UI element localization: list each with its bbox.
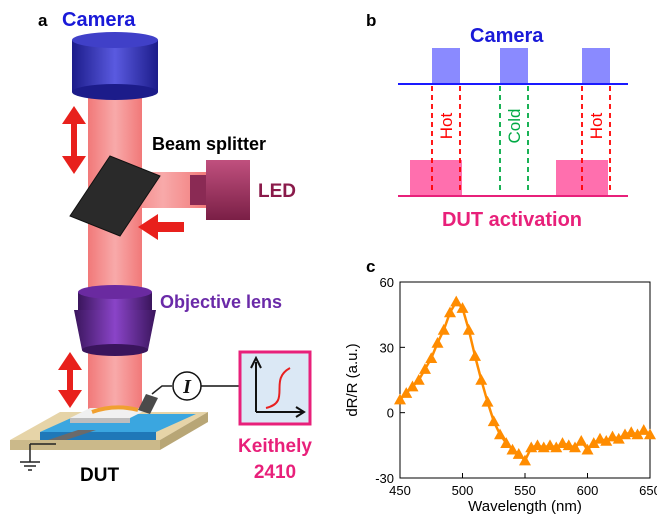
x-tick-label: 500 [452,483,474,498]
left-arrow-icon [138,214,184,240]
data-point [437,323,450,335]
data-point [406,380,419,392]
data-point [587,437,600,448]
panel-a-label: a [38,11,48,30]
hot-window-2 [581,86,611,194]
camera-frame-1 [432,48,460,84]
camera-frame-3 [582,48,610,84]
data-point [637,424,650,435]
data-point [519,454,531,466]
panel-c-label: c [366,257,375,276]
phase-cold-label: Cold [505,109,524,144]
beam-splitter-icon [69,155,161,237]
y-axis-label: dR/R (a.u.) [344,343,361,416]
cold-window [499,86,529,194]
x-tick-label: 550 [514,483,536,498]
data-point [631,428,644,440]
beam-splitter-label: Beam splitter [152,134,266,154]
camera-icon [72,32,158,100]
vertical-light-beam [88,90,142,420]
data-point [581,443,594,455]
dut-label: DUT [80,465,119,486]
data-point [481,395,494,407]
data-point [419,363,431,374]
data-point [644,428,656,440]
plot-frame [399,281,651,479]
current-symbol: I [182,376,192,398]
data-point [394,393,406,405]
instrument-model: 2410 [254,462,296,483]
data-point [569,441,581,453]
data-point [469,350,481,361]
data-point [450,295,463,307]
iv-curve-icon [238,350,312,426]
data-point [444,306,456,318]
panel-b-label: b [366,11,376,30]
activation-pulse-1 [410,160,462,196]
data-point [600,434,613,446]
x-axis-label: Wavelength (nm) [468,498,582,515]
ground-icon [20,443,56,471]
data-point [462,323,475,335]
y-tick-label: 30 [380,340,394,355]
data-point [456,302,469,313]
hot-window-1 [431,86,461,194]
y-tick-label: -30 [375,471,394,486]
data-point [512,448,525,459]
objective-lens-label: Objective lens [160,292,282,312]
y-tick-label: 60 [380,275,394,290]
x-tick-label: 450 [389,483,411,498]
chart-axes: 450 500 550 600 650 -30 0 30 60 [375,275,657,498]
panel-c: c 450 500 550 600 650 -30 0 30 60 Wavelength (nm… [344,257,657,515]
data-point [425,352,438,364]
data-point [500,437,513,448]
x-tick-label: 600 [577,483,599,498]
data-point [475,374,488,385]
led-label: LED [258,181,296,202]
x-tick-label: 650 [639,483,657,498]
y-tick-label: 0 [387,406,394,421]
data-point [487,415,500,427]
data-point [506,443,519,455]
data-point [412,374,425,385]
data-point [400,387,413,398]
panel-b: b Camera Hot Cold Hot DUT activation [366,11,628,231]
data-point [431,336,444,348]
phase-hot-2-label: Hot [587,113,606,140]
double-arrow-lower-icon [58,352,82,408]
dut-device-icon [10,405,208,450]
data-point [494,428,506,440]
probe-icon [138,385,172,414]
camera-label: Camera [62,9,136,31]
double-arrow-upper-icon [62,106,86,174]
data-point [612,432,625,444]
data-point [575,434,588,446]
phase-hot-1-label: Hot [437,113,456,140]
dut-activation-label: DUT activation [442,209,582,231]
data-point [550,441,563,453]
led-icon [190,160,250,220]
timing-camera-label: Camera [470,25,544,47]
instrument-name: Keithely [238,436,312,457]
objective-lens-icon [74,285,156,356]
camera-frame-2 [500,48,528,84]
panel-a: a Camera Beam splitter LED [10,9,312,486]
chart-series [394,295,656,466]
